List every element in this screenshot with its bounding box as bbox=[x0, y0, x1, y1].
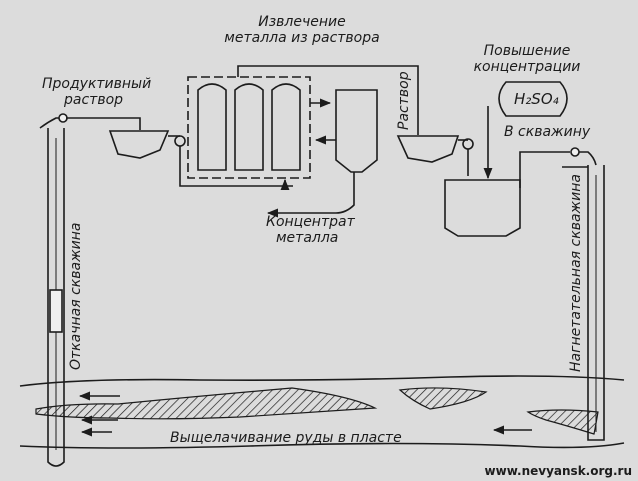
metal-concentrate-line2: металла bbox=[276, 230, 339, 246]
productive-solution-line1: Продуктивный bbox=[42, 76, 152, 92]
pumping-well bbox=[39, 113, 141, 467]
acid-label: H₂SO₄ bbox=[514, 90, 559, 108]
flow-arrows bbox=[78, 391, 532, 437]
settler-right bbox=[396, 135, 474, 176]
to-well-label: В скважину bbox=[504, 124, 591, 140]
sorption-frame bbox=[187, 76, 311, 179]
metal-extraction-line1: Извлечение bbox=[258, 14, 346, 30]
productive-solution-label: Продуктивный раствор bbox=[42, 76, 151, 108]
pumping-well-label: Откачная скважина bbox=[68, 222, 84, 370]
metal-extraction-label: Извлечение металла из раствора bbox=[212, 14, 392, 46]
metal-concentrate-label: Концентрат металла bbox=[266, 214, 355, 246]
injection-well bbox=[562, 165, 605, 441]
settler-left bbox=[108, 130, 293, 187]
acid-tank bbox=[498, 81, 568, 117]
ore-lenses bbox=[35, 387, 599, 435]
concentration-increase-line2: концентрации bbox=[473, 59, 581, 75]
leaching-in-layer-label: Выщелачивание руды в пласте bbox=[170, 430, 402, 446]
watermark: www.nevyansk.org.ru bbox=[484, 464, 632, 478]
desorption-tank bbox=[335, 89, 378, 173]
concentration-increase-label: Повышение концентрации bbox=[462, 43, 592, 75]
productive-solution-line2: раствор bbox=[64, 92, 124, 108]
concentration-increase-line1: Повышение bbox=[483, 43, 571, 59]
ore-layer bbox=[19, 375, 625, 449]
solution-label: Раствор bbox=[396, 71, 412, 130]
metal-extraction-line2: металла из раствора bbox=[224, 30, 380, 46]
injection-well-label: Нагнетательная скважина bbox=[568, 174, 584, 372]
metal-concentrate-line1: Концентрат bbox=[266, 214, 355, 230]
mixing-tank bbox=[444, 179, 521, 237]
